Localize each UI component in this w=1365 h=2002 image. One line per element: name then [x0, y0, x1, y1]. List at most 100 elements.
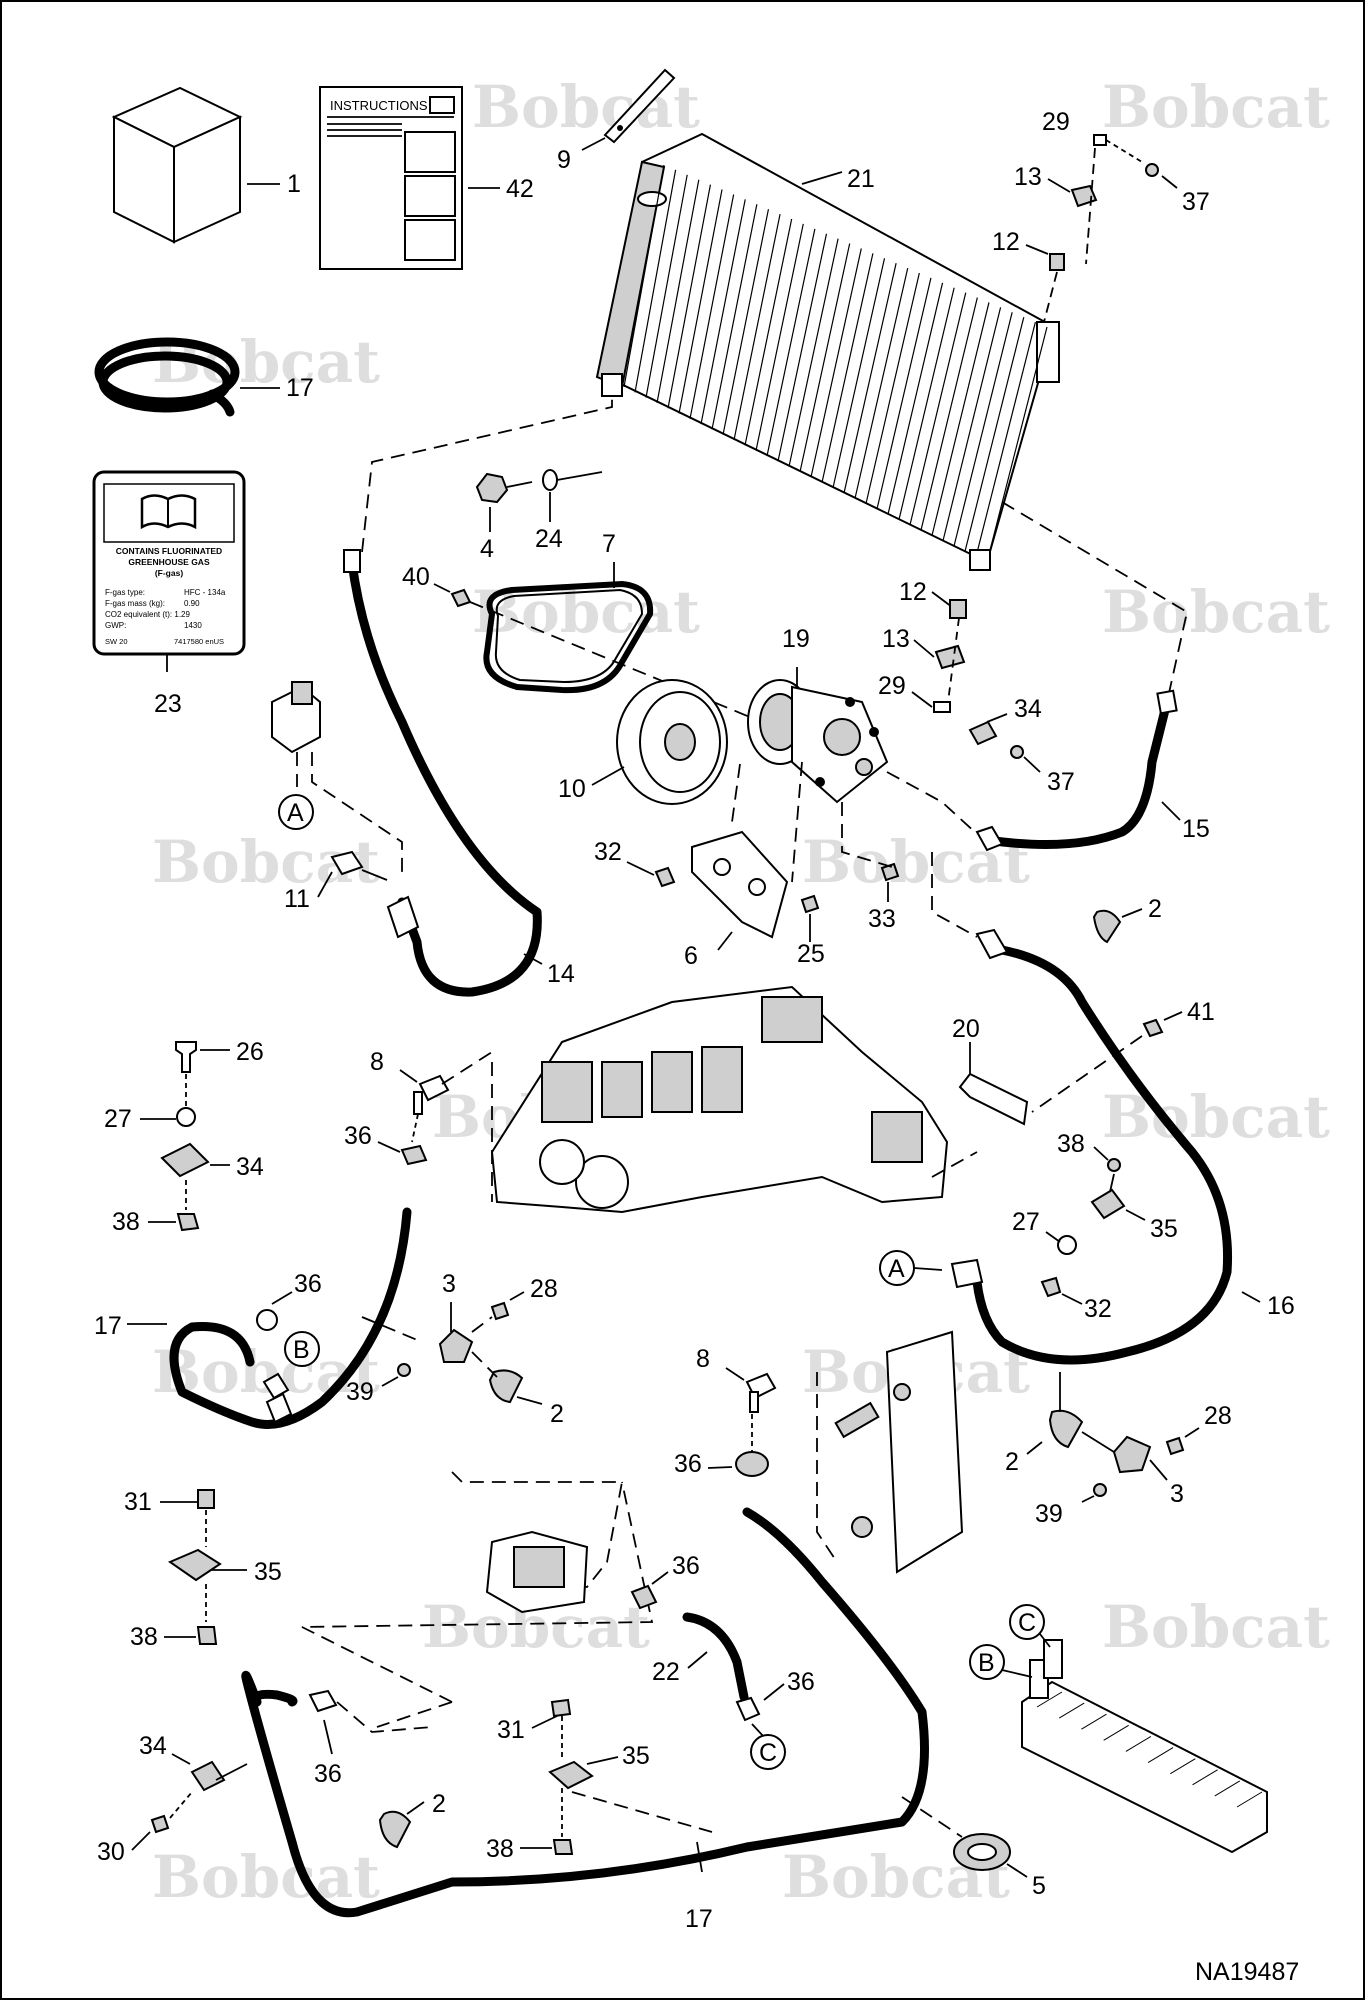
watermark: Bobcat	[1102, 1083, 1330, 1151]
hose-15: 15	[886, 689, 1210, 852]
callout-27: 27	[1012, 1208, 1040, 1236]
callout-2: 2	[432, 1790, 446, 1818]
callout-23: 23	[154, 690, 182, 718]
condenser-fin	[744, 218, 793, 446]
callout-9: 9	[557, 146, 571, 174]
callout-17: 17	[286, 374, 314, 402]
heater-core-fin	[1103, 1724, 1129, 1741]
condenser-fin	[777, 233, 828, 462]
callout-11: 11	[284, 885, 310, 913]
callout-24: 24	[535, 525, 563, 553]
label-heading-line: GREENHOUSE GAS	[128, 557, 210, 567]
label-row-key: F-gas mass (kg):	[105, 599, 165, 608]
label-footer-left: SW 20	[105, 637, 128, 646]
callout-5: 5	[1032, 1872, 1046, 1900]
condenser-fin	[711, 204, 758, 430]
compressor-part: 19	[747, 625, 889, 804]
callout-13: 13	[882, 625, 910, 653]
lower-left-clip: 34 30	[97, 1732, 248, 1866]
condenser-fin	[854, 267, 909, 499]
callout-38: 38	[1057, 1130, 1085, 1158]
callout-1: 1	[287, 170, 301, 198]
condenser-fin	[733, 213, 781, 441]
callout-15: 15	[1182, 815, 1210, 843]
condenser-fin	[722, 209, 770, 435]
label-row-value: HFC - 134a	[184, 588, 226, 597]
heater-core-fin	[1058, 1702, 1085, 1719]
watermark: Bobcat	[1102, 578, 1330, 646]
condenser-fin	[700, 199, 746, 425]
right-panel-part: 8 36	[674, 1330, 964, 1574]
condenser-fin	[909, 292, 967, 526]
callout-12: 12	[899, 578, 927, 606]
callout-20: 20	[952, 1015, 980, 1043]
callout-35: 35	[1150, 1215, 1178, 1243]
connector-b: B	[293, 1336, 310, 1364]
condenser-fin	[799, 243, 851, 472]
label-footer-right: 7417580 enUS	[174, 637, 224, 646]
callout-36: 36	[294, 1270, 322, 1298]
drier-cap-parts: 4 24	[361, 392, 613, 563]
condenser-fin	[986, 326, 1048, 563]
instructions-sheet-part: INSTRUCTIONS 42	[319, 86, 534, 270]
condenser-fin	[788, 238, 839, 467]
condenser-fin	[766, 228, 816, 457]
bolt-41: 41	[1031, 998, 1215, 1113]
condenser-fin	[623, 164, 665, 388]
callout-35: 35	[254, 1558, 282, 1586]
callout-10: 10	[558, 775, 586, 803]
callout-30: 30	[97, 1838, 125, 1866]
callout-7: 7	[602, 530, 616, 558]
label-row-key: F-gas type:	[105, 588, 145, 597]
callout-36: 36	[344, 1122, 372, 1150]
condenser-fin	[645, 174, 688, 398]
callout-38: 38	[112, 1208, 140, 1236]
callout-8: 8	[370, 1048, 384, 1076]
callout-28: 28	[530, 1275, 558, 1303]
callout-37: 37	[1047, 768, 1075, 796]
heater-box-part	[301, 1471, 654, 1728]
watermark: Bobcat	[1102, 1593, 1330, 1661]
callout-35: 35	[622, 1742, 650, 1770]
callout-37: 37	[1182, 188, 1210, 216]
hose-clamp-part: 2	[1092, 895, 1162, 944]
callout-26: 26	[236, 1038, 264, 1066]
callout-31: 31	[124, 1488, 152, 1516]
compressor-bracket-part: 32 6 25 33	[594, 761, 900, 970]
callout-33: 33	[868, 905, 896, 933]
condenser-fin	[865, 272, 920, 504]
label-heading-line: (F-gas)	[155, 568, 184, 578]
kit-box-part: 1	[111, 86, 301, 244]
label-heading-line: CONTAINS FLUORINATED	[116, 546, 222, 556]
callout-21: 21	[847, 165, 875, 193]
condenser-fin	[634, 169, 677, 393]
heater-core-part: B C	[969, 1604, 1268, 1854]
connector-a: A	[888, 1255, 905, 1283]
callout-40: 40	[402, 563, 430, 591]
left-bracket-clamps: 3 28 39 2	[346, 1270, 564, 1428]
heater-hose-22: 36 22 36 C	[630, 1552, 815, 1770]
condenser-fin	[689, 194, 735, 419]
heater-core-fin	[1214, 1780, 1241, 1797]
callout-6: 6	[684, 942, 698, 970]
condenser-fin	[898, 287, 955, 520]
condenser-bracket-part: 9	[557, 68, 676, 174]
callout-29: 29	[878, 672, 906, 700]
label-row-key: GWP:	[105, 621, 126, 630]
grommet-part: 5	[901, 1796, 1046, 1900]
callout-25: 25	[797, 940, 825, 968]
connector-a: A	[287, 799, 304, 827]
belt-and-bolt-parts: 7 40	[402, 530, 763, 723]
condenser-fin	[678, 189, 723, 414]
callout-16: 16	[1267, 1292, 1295, 1320]
callout-4: 4	[480, 535, 494, 563]
drawing-number: NA19487	[1195, 1958, 1299, 1986]
lower-middle-clip-stack: 31 35 38 2	[378, 1698, 713, 1863]
callout-32: 32	[594, 838, 622, 866]
right-clip-group: 38 35 27 32	[1012, 1130, 1178, 1323]
condenser-fin	[975, 321, 1036, 557]
callout-38: 38	[130, 1623, 158, 1651]
heater-core-fin	[1192, 1769, 1218, 1786]
heater-core-fin	[1236, 1791, 1263, 1808]
